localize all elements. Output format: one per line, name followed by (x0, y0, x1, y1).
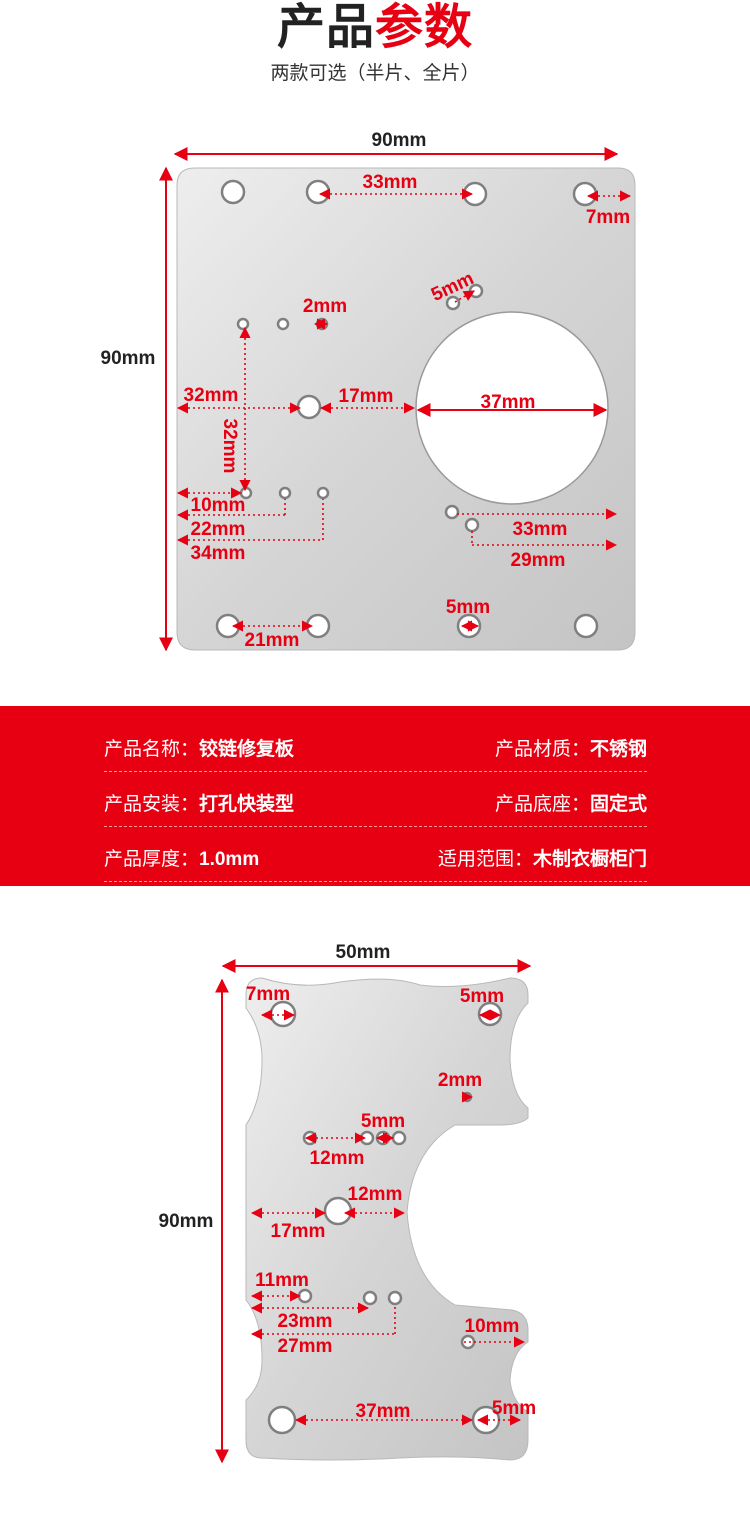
half-dim-5-top: 5mm (460, 986, 504, 1007)
full-width-label: 90mm (372, 130, 427, 151)
half-dim-5-mid: 5mm (361, 1111, 405, 1132)
half-width-label: 50mm (336, 942, 391, 963)
half-dim-37: 37mm (356, 1401, 411, 1422)
dim-5-bottom: 5mm (446, 597, 490, 618)
half-plate-diagram: 50mm 90mm 7mm 5mm 2mm 5mm 12mm 12mm 17mm… (159, 942, 536, 1464)
dim-37: 37mm (481, 392, 536, 413)
half-dotted-dimension-lines (250, 1009, 526, 1426)
dim-29: 29mm (511, 550, 566, 571)
spec-band: 产品名称：铰链修复板 产品材质：不锈钢 产品安装：打孔快装型 产品底座：固定式 … (0, 706, 750, 886)
dim-22: 22mm (191, 519, 246, 540)
title-part-2: 参数 (375, 1, 474, 54)
half-dim-17: 17mm (271, 1221, 326, 1242)
spec-base-value: 固定式 (589, 794, 647, 815)
dim-33-top: 33mm (363, 172, 418, 193)
dim-21: 21mm (245, 630, 300, 651)
spec-right-1: 产品材质：不锈钢 (495, 734, 647, 761)
half-dim-7: 7mm (246, 984, 290, 1005)
dim-7: 7mm (586, 207, 630, 228)
dim-10: 10mm (191, 495, 246, 516)
half-dim-12-a: 12mm (310, 1148, 365, 1169)
spec-row-3: 产品厚度：1.0mm 适用范围：木制衣橱柜门 (104, 826, 647, 882)
half-dim-12-b: 12mm (348, 1184, 403, 1205)
half-dim-5-bottom: 5mm (492, 1398, 536, 1419)
spec-left-2: 产品安装：打孔快装型 (104, 789, 294, 816)
spec-name-value: 铰链修复板 (199, 739, 295, 760)
dim-2: 2mm (303, 296, 347, 317)
half-dim-27: 27mm (278, 1336, 333, 1357)
half-height-label: 90mm (159, 1211, 214, 1232)
header: 产品参数 两款可选（半片、全片） (0, 0, 750, 90)
spec-right-3: 适用范围：木制衣橱柜门 (438, 844, 647, 871)
dimension-lines (159, 147, 619, 652)
spec-install-value: 打孔快装型 (199, 794, 295, 815)
spec-base-label: 产品底座： (494, 794, 590, 815)
page-title: 产品参数 (0, 0, 750, 56)
spec-row-2: 产品安装：打孔快装型 产品底座：固定式 (104, 771, 647, 827)
spec-thickness-value: 1.0mm (199, 849, 260, 870)
spec-left-1: 产品名称：铰链修复板 (104, 734, 294, 761)
half-dim-11: 11mm (255, 1270, 309, 1291)
half-dim-23: 23mm (278, 1311, 333, 1332)
page-subtitle: 两款可选（半片、全片） (270, 63, 480, 84)
spec-thickness-label: 产品厚度： (104, 849, 200, 870)
spec-name-label: 产品名称： (104, 739, 200, 760)
spec-usage-value: 木制衣橱柜门 (532, 849, 647, 870)
half-plate-body (245, 977, 529, 1461)
half-dim-10: 10mm (465, 1316, 520, 1337)
spec-row-1: 产品名称：铰链修复板 产品材质：不锈钢 (104, 716, 647, 772)
spec-material-label: 产品材质： (494, 739, 590, 760)
dotted-dimension-lines (176, 188, 632, 632)
spec-install-label: 产品安装： (104, 794, 200, 815)
spec-material-value: 不锈钢 (589, 739, 647, 760)
dim-32-vertical: 32mm (219, 419, 240, 474)
dim-17: 17mm (339, 386, 394, 407)
half-dim-2: 2mm (438, 1070, 482, 1091)
dim-33-bottom: 33mm (513, 519, 568, 540)
full-plate-diagram: 90mm 90mm 33mm 7mm 5mm 2mm 32mm 32mm 17m… (101, 130, 636, 652)
dim-32-horizontal: 32mm (184, 385, 239, 406)
dim-34: 34mm (191, 543, 246, 564)
full-height-label: 90mm (101, 348, 156, 369)
spec-usage-label: 适用范围： (437, 849, 533, 870)
half-dimension-lines (215, 959, 532, 1464)
spec-right-2: 产品底座：固定式 (495, 789, 647, 816)
spec-left-3: 产品厚度：1.0mm (104, 844, 259, 871)
title-part-1: 产品 (276, 1, 375, 54)
